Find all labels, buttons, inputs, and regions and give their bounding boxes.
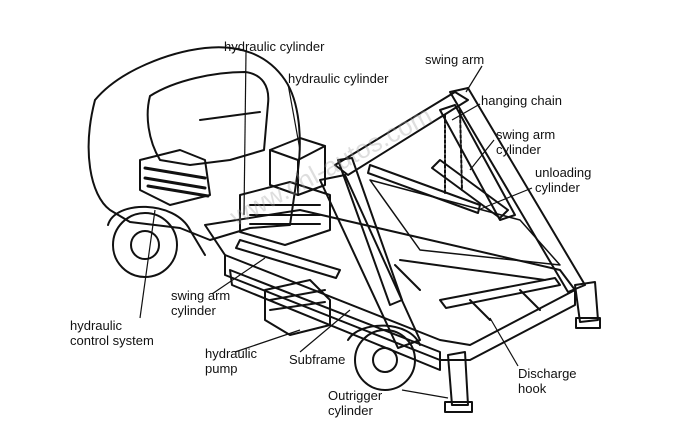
label-swing-arm-cylinder-left: swing arm cylinder [171, 288, 231, 318]
label-hanging-chain: hanging chain [481, 93, 562, 108]
swing-arm-right-b [439, 104, 516, 221]
outrigger-left [447, 351, 469, 406]
label-discharge-hook: Discharge hook [518, 366, 577, 396]
unloading-cylinder [367, 164, 481, 214]
top-cross-bar [334, 91, 469, 176]
label-hydraulic-control-system: hydraulic control system [70, 318, 154, 348]
label-outrigger-cylinder: Outrigger cylinder [328, 388, 383, 418]
leader-lines [139, 51, 533, 399]
label-swing-arm: swing arm [425, 52, 485, 67]
label-subframe: Subframe [289, 352, 346, 367]
swing-arm-cylinder-right [431, 159, 509, 219]
outrigger-right [574, 281, 599, 323]
label-unloading-cylinder: unloading cylinder [535, 165, 592, 195]
hanging-chain-right [459, 109, 463, 191]
label-swing-arm-cylinder-right: swing arm cylinder [496, 127, 556, 157]
subframe [229, 269, 441, 371]
front-fender [107, 205, 206, 256]
front-wheel-hub [130, 230, 160, 260]
label-hydraulic-cylinder-1: hydraulic cylinder [224, 39, 325, 54]
label-hydraulic-pump: hydraulic pump [205, 346, 258, 376]
cab-outline [87, 46, 301, 241]
front-wheel [112, 212, 178, 278]
cab-roof-line [199, 111, 261, 121]
outrigger-left-foot [444, 401, 473, 413]
swing-arm-right-a [449, 87, 586, 293]
main-chassis [204, 209, 576, 346]
rear-wheel [354, 329, 416, 391]
hydraulic-tank [269, 137, 326, 196]
container-platform [369, 179, 561, 266]
tank-valve-block [239, 181, 331, 246]
label-hydraulic-cylinder-2: hydraulic cylinder [288, 71, 389, 86]
outrigger-right-foot [575, 317, 601, 329]
swing-arm-left-a [319, 174, 421, 349]
swing-arm-cylinder-left [235, 239, 341, 279]
hydraulic-pump [264, 279, 331, 336]
rear-wheel-hub [372, 347, 398, 373]
cab-window [146, 71, 270, 166]
control-system-block [139, 149, 211, 206]
discharge-hook-beam [439, 277, 561, 309]
